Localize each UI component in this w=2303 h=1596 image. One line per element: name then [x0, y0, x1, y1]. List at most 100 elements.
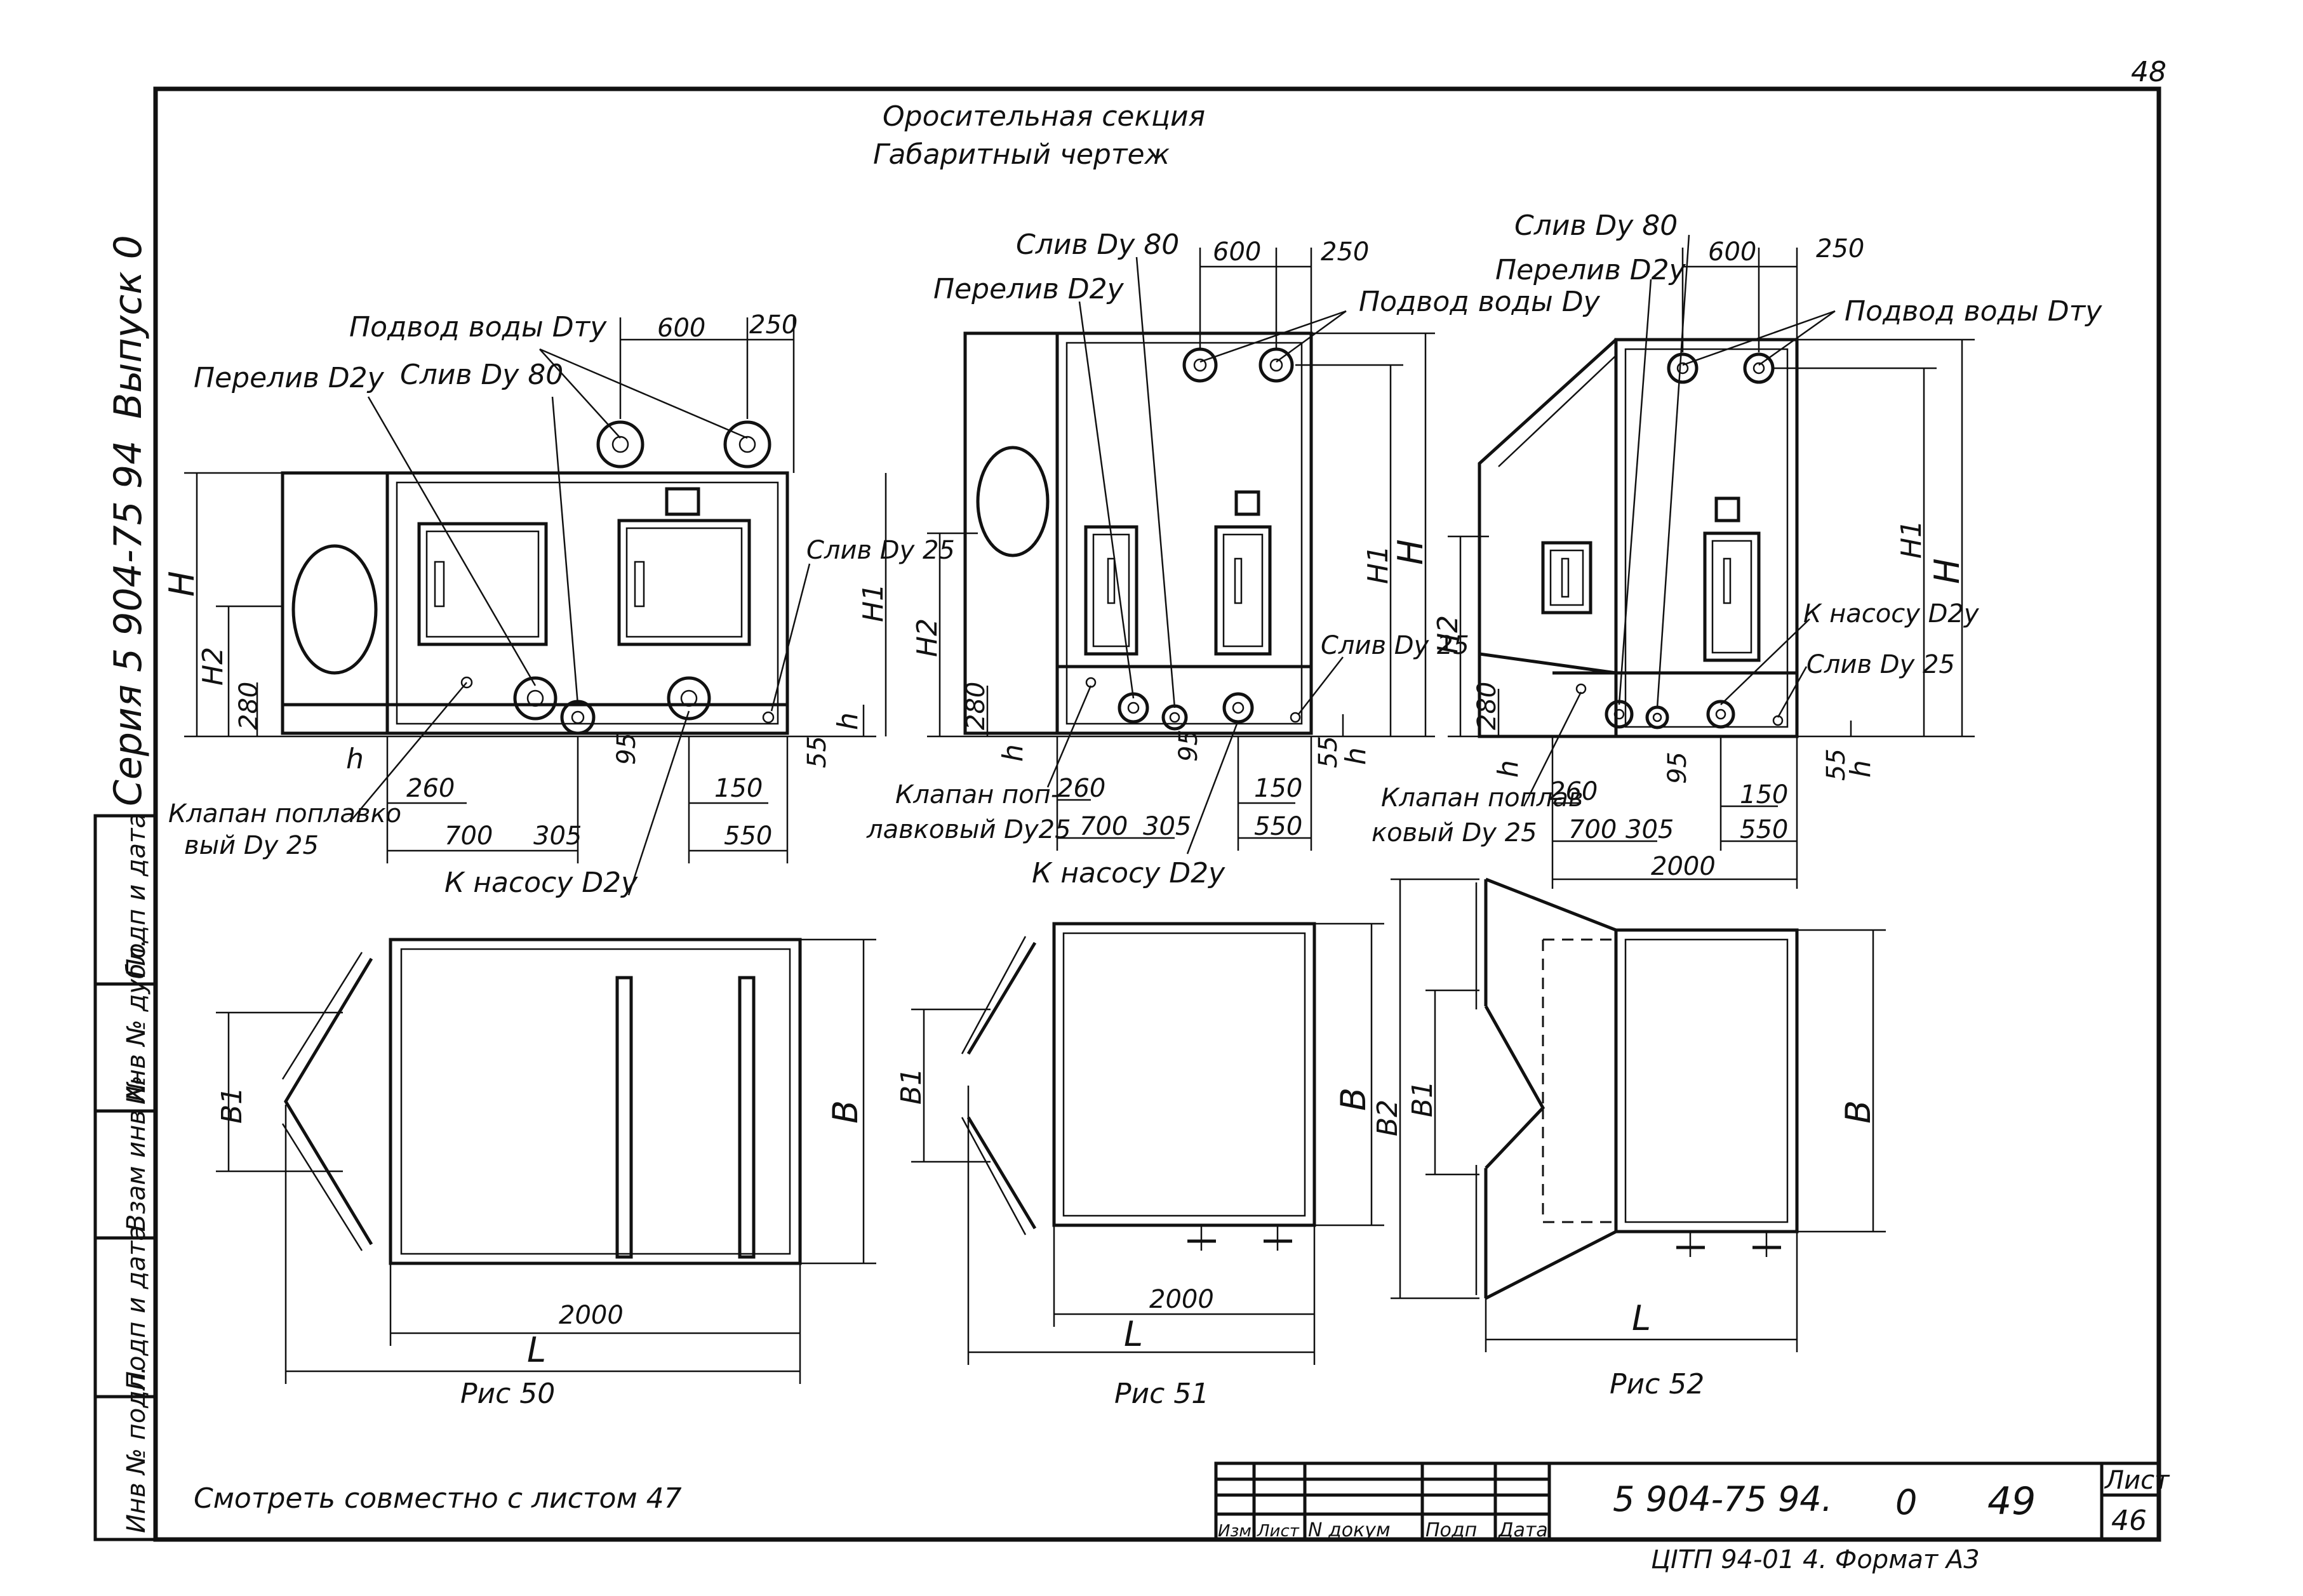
door [1084, 525, 1138, 656]
label-knasosu-50: К насосу D2у [444, 867, 638, 899]
door [1214, 525, 1272, 656]
dim-2000: 2000 [1149, 1285, 1214, 1314]
dim-305: 305 [533, 821, 582, 851]
door [617, 519, 751, 646]
label-klapan-51-1: Клапан поп- [895, 780, 1060, 809]
dim-95: 95 [612, 733, 641, 765]
caption-fig51: Рис 51 [1114, 1378, 1209, 1410]
dim-600: 600 [657, 314, 705, 343]
letter-B1: B1 [1406, 1081, 1439, 1117]
label-sliv25-52: Слив Dу 25 [1806, 650, 1955, 679]
figure-50 [184, 317, 887, 1384]
label-klapan-50-1: Клапан поплавко [168, 799, 401, 828]
dim-700: 700 [1079, 812, 1128, 841]
label-sliv80-50: Слив Dу 80 [400, 359, 563, 391]
dim-250: 250 [1816, 234, 1864, 263]
dim-150: 150 [1254, 774, 1302, 803]
dim-550: 550 [1740, 815, 1788, 844]
letter-H1: H1 [1362, 545, 1394, 584]
letter-h: h [832, 712, 864, 730]
hatch-ellipse [291, 544, 378, 675]
figure-51 [911, 248, 1435, 1365]
sheet-number: 49 [1987, 1479, 2036, 1524]
letter-L: L [1632, 1298, 1651, 1338]
svg-text:Подп и дата: Подп и дата [122, 813, 151, 978]
letter-H: H [1391, 539, 1431, 565]
note-text: Смотреть совместно с листом 47 [194, 1482, 682, 1515]
dim-95: 95 [1174, 729, 1203, 762]
dim-600: 600 [1213, 237, 1261, 267]
label-klapan-52-2: ковый Dу 25 [1372, 818, 1537, 848]
label-sliv80-52: Слив Dу 80 [1514, 209, 1678, 242]
dim-280: 280 [1472, 682, 1502, 730]
letter-h: h [1492, 760, 1525, 778]
label-sliv25-51: Слив Dу 25 [1321, 631, 1469, 660]
label-perelib-50: Перелив D2у [194, 362, 385, 394]
svg-text:Подп: Подп [1425, 1519, 1477, 1541]
label-klapan-50-2: вый Dу 25 [184, 831, 319, 860]
dim-260: 260 [1057, 774, 1105, 803]
title-block: Изм Лист N докум Подп Дата 5 904-75 94. … [1214, 1461, 2170, 1541]
label-knasosu-51: К насосу D2у [1032, 857, 1225, 889]
stage: 0 [1895, 1482, 1917, 1522]
label-podvod-52: Подвод воды Dту [1845, 295, 2102, 328]
svg-text:Изм: Изм [1218, 1522, 1252, 1541]
issue-label: Выпуск 0 [106, 235, 150, 419]
svg-text:Дата: Дата [1497, 1519, 1548, 1541]
dim-600: 600 [1708, 237, 1756, 267]
doc-code: 5 904-75 94. [1613, 1479, 1832, 1519]
dim-55: 55 [803, 736, 832, 768]
dim-550: 550 [1254, 812, 1302, 841]
title-line1: Оросительная секция [883, 100, 1205, 133]
label-knasosu-52: К насосу D2у [1803, 599, 1980, 628]
dim-55: 55 [1822, 748, 1851, 781]
letter-L: L [527, 1330, 546, 1370]
letter-H1: H1 [1895, 520, 1928, 559]
dim-280: 280 [234, 682, 264, 730]
dim-700: 700 [1568, 815, 1617, 844]
label-klapan-51-2: лавковый Dу25 [866, 815, 1071, 844]
label-sliv80-51: Слив Dу 80 [1016, 229, 1179, 261]
hatch-ellipse [976, 446, 1050, 557]
svg-text:Лист: Лист [1257, 1522, 1300, 1541]
dim-305: 305 [1143, 812, 1191, 841]
corner-number: 48 [2131, 56, 2166, 88]
letter-H1: H1 [857, 583, 890, 622]
svg-text:Подп и дата: Подп и дата [122, 1225, 151, 1390]
letter-H2: H2 [1432, 615, 1464, 654]
door [1541, 541, 1592, 615]
dim-250: 250 [1321, 237, 1369, 267]
letter-h: h [346, 743, 364, 775]
door [417, 522, 548, 646]
dim-260: 260 [406, 774, 455, 803]
dim-150: 150 [714, 774, 763, 803]
letter-B2: B2 [1372, 1100, 1404, 1136]
svg-text:Инв № дубл.: Инв № дубл. [122, 939, 151, 1105]
dim-55: 55 [1314, 736, 1343, 768]
figure-52 [1391, 234, 1975, 1352]
label-sliv25-50: Слив Dу 25 [806, 536, 955, 565]
dim-700: 700 [444, 821, 493, 851]
letter-H2: H2 [197, 647, 229, 686]
letter-B: B [825, 1100, 865, 1124]
title-line2: Габаритный чертеж [873, 138, 1170, 171]
letter-h: h [1845, 760, 1877, 778]
label-podvod-50: Подвод воды Dту [349, 311, 607, 343]
dim-280: 280 [961, 682, 991, 730]
letter-B1: B1 [895, 1068, 928, 1105]
dim-2000: 2000 [559, 1301, 624, 1330]
dim-250: 250 [749, 310, 798, 340]
left-stamp: Подп и дата Инв № дубл. Взам инв № Подп … [93, 813, 157, 1541]
dim-95: 95 [1663, 752, 1692, 784]
svg-text:Инв № подл.: Инв № подл. [122, 1366, 151, 1533]
svg-text:Взам инв №: Взам инв № [122, 1075, 151, 1232]
sheet-label: Лист [2104, 1466, 2170, 1495]
letter-H2: H2 [911, 618, 944, 657]
letter-B1: B1 [216, 1087, 248, 1124]
caption-fig52: Рис 52 [1610, 1368, 1704, 1400]
caption-fig50: Рис 50 [460, 1378, 555, 1410]
letter-H: H [1927, 558, 1967, 584]
label-podvod-51: Подвод воды Dу [1359, 286, 1601, 318]
letter-H: H [162, 571, 202, 597]
